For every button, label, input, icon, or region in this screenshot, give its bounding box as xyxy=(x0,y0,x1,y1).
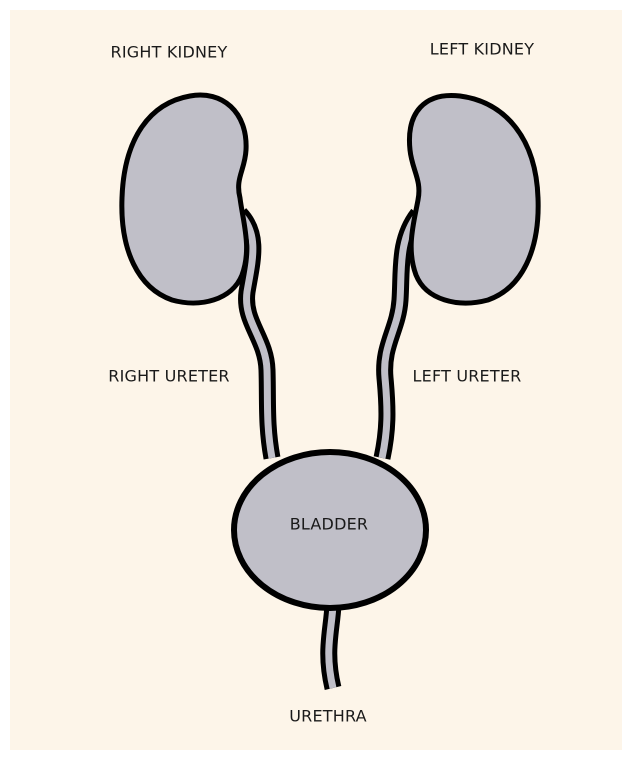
left-kidney-label: LEFT KIDNEY xyxy=(430,40,534,59)
left-kidney xyxy=(409,95,538,302)
bladder-label: BLADDER xyxy=(290,515,368,534)
right-kidney xyxy=(122,95,247,303)
left-ureter-label: LEFT URETER xyxy=(413,367,522,386)
right-ureter-label: RIGHT URETER xyxy=(108,367,229,386)
urethra-label: URETHRA xyxy=(289,707,367,726)
urethra xyxy=(329,604,333,688)
right-kidney-label: RIGHT KIDNEY xyxy=(111,43,228,62)
